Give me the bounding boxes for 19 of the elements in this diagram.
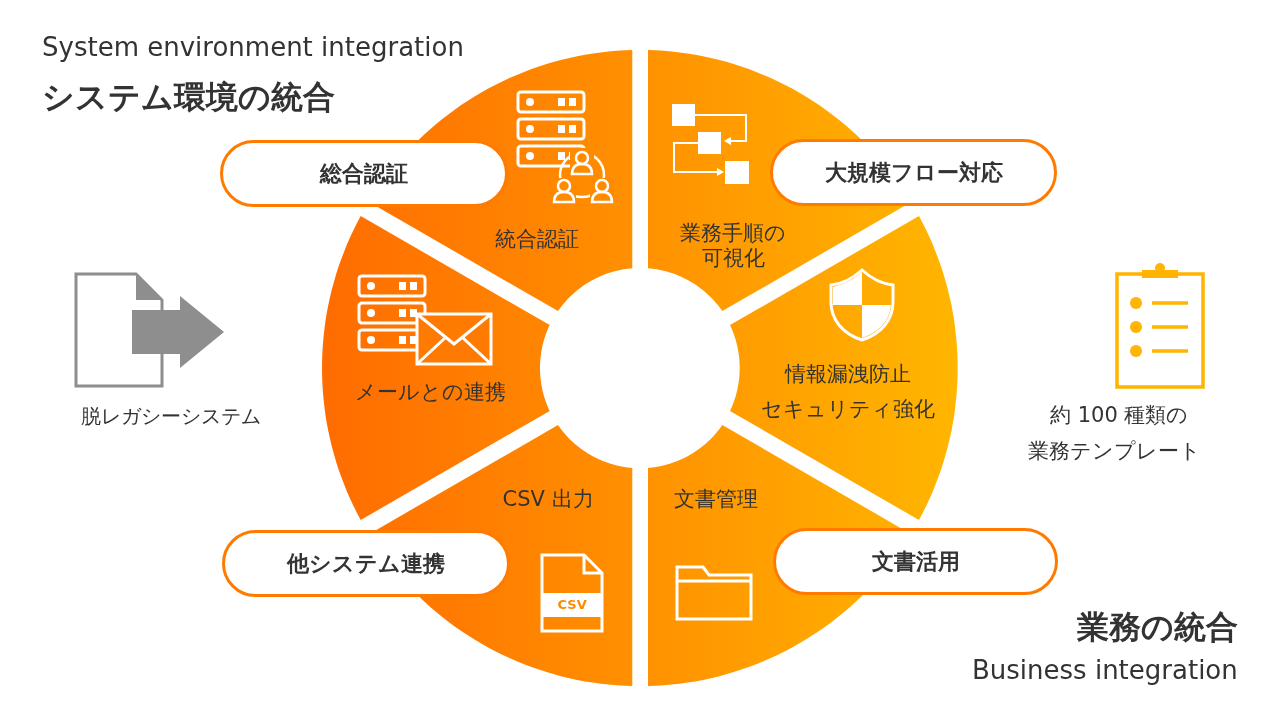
segment-label: 文書管理 — [674, 487, 758, 513]
feature-pill: 文書活用 — [773, 528, 1058, 595]
subtitle: System environment integration — [42, 31, 464, 63]
caption: 脱レガシーシステム — [81, 404, 261, 428]
segment-label: 統合認証 — [495, 227, 579, 253]
segment-label: メールとの連携 — [354, 380, 506, 406]
feature-pill: 大規模フロー対応 — [770, 139, 1057, 206]
feature-pill: 総合認証 — [220, 140, 508, 207]
section-heading: システム環境の統合 — [42, 78, 335, 117]
caption-line: 約 100 種類の — [1050, 402, 1189, 428]
feature-pill: 他システム連携 — [222, 530, 510, 597]
file-label: CSV — [557, 597, 587, 613]
segment-label: CSV 出力 — [502, 487, 594, 513]
segment-label: セキュリティ強化 — [761, 397, 935, 423]
section-heading: 業務の統合 — [1077, 608, 1238, 647]
segment-label: 業務手順の可視化 — [679, 221, 787, 272]
subtitle: Business integration — [972, 654, 1238, 686]
segment-label: 情報漏洩防止 — [785, 362, 911, 388]
caption-line: 業務テンプレート — [1028, 438, 1201, 464]
